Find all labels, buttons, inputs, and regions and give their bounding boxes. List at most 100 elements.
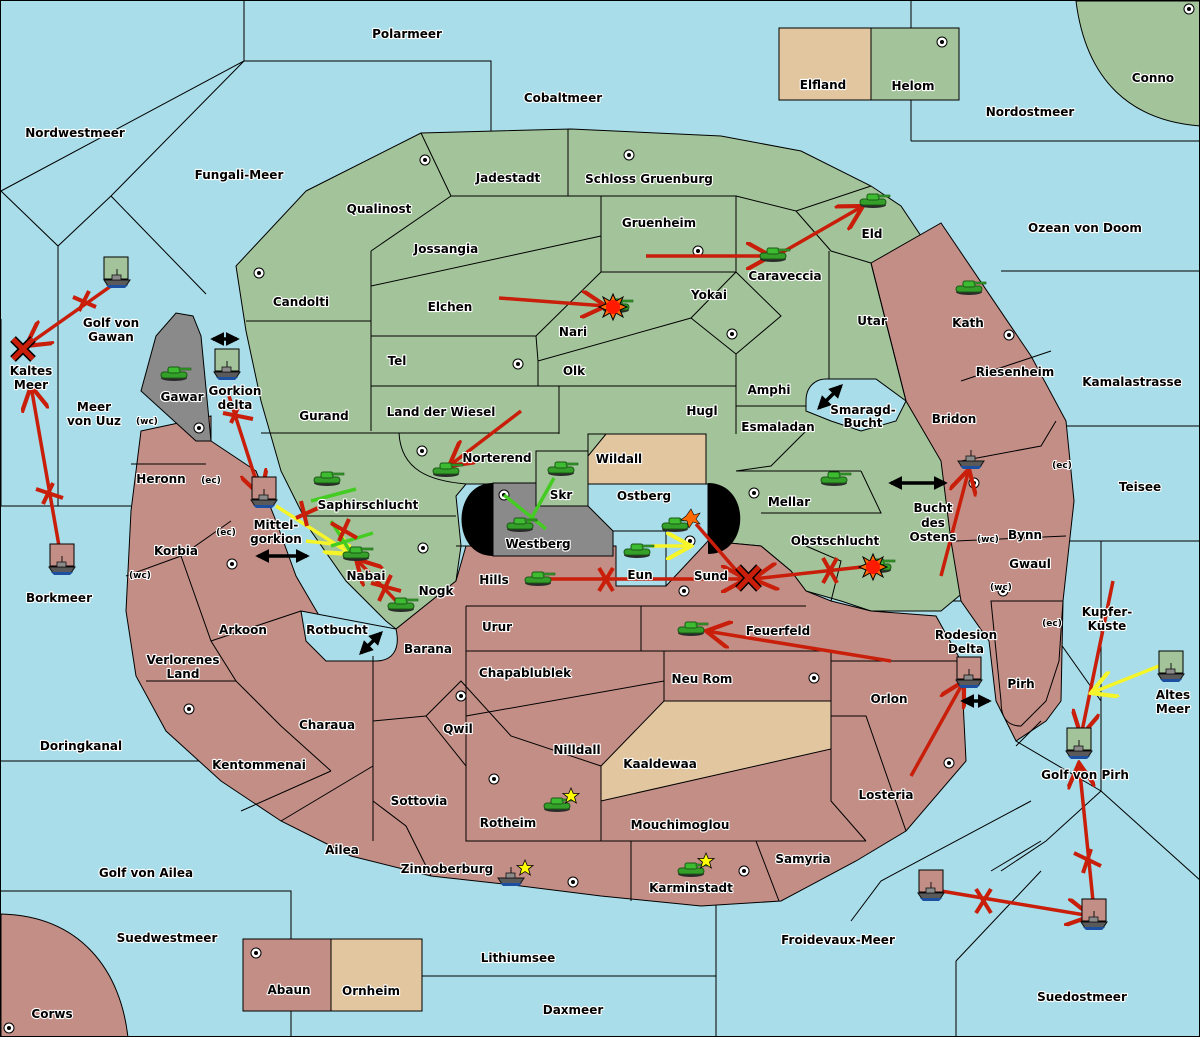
label-ornheim: Ornheim — [342, 984, 400, 998]
label-nordwestmeer: Nordwestmeer — [25, 126, 125, 140]
label-eld: Eld — [862, 227, 883, 241]
label-nordostmeer: Nordostmeer — [986, 105, 1075, 119]
support-orders — [275, 504, 1160, 693]
label-qwil: Qwil — [443, 722, 473, 736]
label-obstschlucht: Obstschlucht — [791, 534, 880, 548]
label-mittel-gorkion-2: gorkion — [250, 532, 302, 546]
fleet-unit-mittel-gorkion[interactable] — [250, 476, 278, 509]
label-smaragd-bucht-2: Bucht — [843, 416, 882, 430]
label-kaaldewaa: Kaaldewaa — [623, 757, 697, 771]
label-arkoon: Arkoon — [219, 623, 267, 637]
coast-bynn-ec: (ec) — [1052, 461, 1072, 471]
coast-korbia-wc: (wc) — [129, 571, 151, 581]
label-cobaltmeer: Cobaltmeer — [524, 91, 602, 105]
label-barana: Barana — [404, 642, 452, 656]
label-polarmeer: Polarmeer — [372, 27, 442, 41]
label-elfland: Elfland — [800, 78, 846, 92]
label-gurand: Gurand — [299, 409, 349, 423]
label-lithiumsee: Lithiumsee — [481, 951, 556, 965]
territory-conno[interactable] — [1075, 1, 1200, 127]
label-ozean-von-doom: Ozean von Doom — [1028, 221, 1142, 235]
coast-gwaul-ec: (ec) — [1042, 619, 1062, 629]
army-unit-ostberg[interactable] — [661, 508, 701, 533]
label-daxmeer: Daxmeer — [543, 1003, 604, 1017]
label-kupfer-kueste-2: Küste — [1088, 619, 1127, 633]
label-gruenheim: Gruenheim — [622, 216, 696, 230]
label-riesenheim: Riesenheim — [976, 365, 1055, 379]
label-hugl: Hugl — [686, 404, 717, 418]
coast-gwaul-wc: (wc) — [990, 583, 1012, 593]
label-jadestadt: Jadestadt — [475, 171, 541, 185]
label-elchen: Elchen — [428, 300, 473, 314]
label-golf-von-gawan-1: Golf von — [83, 316, 139, 330]
label-borkmeer: Borkmeer — [26, 591, 92, 605]
fleet-unit-rodesion-delta[interactable] — [955, 656, 983, 689]
label-candolti: Candolti — [273, 295, 329, 309]
label-sottovia: Sottovia — [391, 794, 448, 808]
label-verlorenes-land-2: Land — [167, 667, 200, 681]
fleet-unit-golf-von-gawan[interactable] — [103, 256, 131, 289]
label-rodesion-delta-2: Delta — [948, 642, 984, 656]
territory-labels: Polarmeer Cobaltmeer Nordwestmeer Fungal… — [9, 26, 1192, 1022]
label-smaragd-bucht-1: Smaragd- — [830, 403, 895, 417]
move-orders — [26, 206, 1115, 916]
label-samyria: Samyria — [775, 852, 830, 866]
label-golf-von-pirh: Golf von Pirh — [1041, 768, 1129, 782]
label-chapablublek: Chapablublek — [479, 666, 572, 680]
label-altes-meer-2: Meer — [1156, 702, 1190, 716]
fleet-unit-froidevaux-meer[interactable] — [917, 869, 945, 902]
label-caraveccia: Caraveccia — [748, 269, 821, 283]
label-sund: Sund — [694, 569, 728, 583]
label-urur: Urur — [482, 620, 512, 634]
label-kath: Kath — [952, 316, 984, 330]
label-neu-rom: Neu Rom — [672, 672, 733, 686]
label-meer-von-uuz-1: Meer — [77, 400, 111, 414]
fleet-unit-borkmeer[interactable] — [48, 543, 76, 576]
label-korbia: Korbia — [154, 544, 198, 558]
territory-elfland[interactable] — [778, 27, 872, 101]
label-gawar: Gawar — [160, 390, 203, 404]
label-meer-von-uuz-2: von Uuz — [67, 414, 121, 428]
label-pirh: Pirh — [1007, 677, 1034, 691]
label-bucht-des-ostens-2: des — [921, 516, 945, 530]
label-bynn: Bynn — [1008, 528, 1042, 542]
label-utar: Utar — [857, 314, 887, 328]
label-rotheim: Rotheim — [480, 816, 537, 830]
label-kentommenai: Kentommenai — [212, 758, 306, 772]
army-unit-eun[interactable] — [623, 543, 655, 559]
label-jossangia: Jossangia — [413, 242, 478, 256]
label-golf-von-gawan-2: Gawan — [88, 330, 134, 344]
label-westberg: Westberg — [505, 537, 570, 551]
label-corws: Corws — [31, 1007, 72, 1021]
label-orlon: Orlon — [870, 692, 907, 706]
label-verlorenes-land-1: Verlorenes — [147, 653, 220, 667]
territory-ornheim[interactable] — [330, 938, 423, 1012]
coast-heronn-ec: (ec) — [201, 476, 221, 486]
label-charaua: Charaua — [299, 718, 355, 732]
label-abaun: Abaun — [267, 983, 310, 997]
label-mellar: Mellar — [768, 495, 810, 509]
fleet-unit-golf-von-pirh[interactable] — [1065, 727, 1093, 760]
fleet-unit-suedostmeer[interactable] — [1080, 898, 1108, 931]
fleet-unit-gorkion-delta[interactable] — [213, 348, 241, 381]
label-zinnoberburg: Zinnoberburg — [401, 862, 493, 876]
label-golf-von-ailea: Golf von Ailea — [99, 866, 193, 880]
label-karminstadt: Karminstadt — [649, 881, 733, 895]
adjacency-arrows — [210, 332, 992, 708]
territory-corws[interactable] — [1, 913, 129, 1037]
territory-pirh[interactable] — [990, 600, 1064, 727]
label-gwaul: Gwaul — [1009, 557, 1051, 571]
label-suedostmeer: Suedostmeer — [1037, 990, 1127, 1004]
label-wildall: Wildall — [596, 452, 642, 466]
land-borders — [125, 129, 1067, 902]
units — [48, 193, 1185, 931]
label-kaltes-meer-1: Kaltes — [10, 364, 53, 378]
label-land-der-wiesel: Land der Wiesel — [387, 405, 496, 419]
label-norterend: Norterend — [462, 451, 531, 465]
label-nari: Nari — [559, 325, 587, 339]
fleet-unit-altes-meer[interactable] — [1157, 650, 1185, 683]
label-yokai: Yokai — [690, 288, 727, 302]
label-gorkion-delta-1: Gorkion — [209, 384, 262, 398]
